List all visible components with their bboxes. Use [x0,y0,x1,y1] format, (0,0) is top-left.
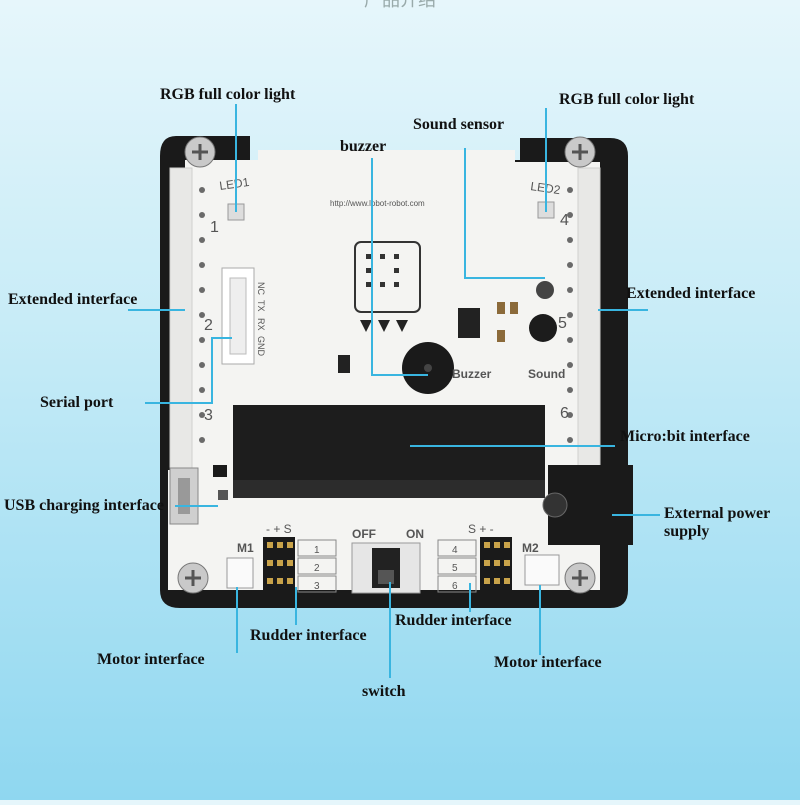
servo-left-box-1 [297,539,337,557]
ic-chip [458,308,480,338]
silk-servo-num-4: 4 [452,545,458,556]
servo-right-box-4 [437,539,477,557]
silk-servo-num-5: 5 [452,563,458,574]
sound-sensor-mic [529,314,557,342]
line-sound-sensor [464,148,545,279]
label-serial-port: Serial port [40,394,114,411]
silk-num-5: 5 [558,315,567,332]
label-motor-interface-left: Motor interface [97,651,205,668]
serial-port-pins [229,277,247,355]
silk-serial-gnd: GND [256,336,266,357]
microbit-slot [233,405,545,480]
screw-bottom-right [564,562,596,594]
label-motor-interface-right: Motor interface [494,654,602,671]
smd-component [510,302,518,314]
silk-servo-num-2: 2 [314,563,320,574]
extended-interface-left-rail [169,167,193,469]
annotation-lines [128,104,660,678]
silk-sound: Sound [528,367,565,381]
servo-left-box-3 [297,575,337,593]
silk-servo-right-header: S + - [468,522,494,536]
silk-buzzer: Buzzer [452,367,492,381]
microbit-logo [354,241,421,332]
smd-component [218,490,228,500]
label-usb-charging: USB charging interface [4,497,164,514]
silk-num-6: 6 [560,405,569,422]
silk-num-3: 3 [204,407,213,424]
screw-top-right [564,136,596,168]
power-switch-knob [378,570,394,584]
label-buzzer: buzzer [340,138,387,155]
label-sound-sensor: Sound sensor [413,116,505,133]
silk-m2: M2 [522,541,539,555]
label-rgb-light-right: RGB full color light [559,91,695,108]
screw-bottom-left [177,562,209,594]
label-rudder-interface-right: Rudder interface [395,612,512,629]
header-fragment: 产品介绍 [364,0,436,10]
silk-serial-tx: TX [256,300,266,312]
silk-num-4: 4 [560,212,569,229]
silk-url: http://www.lobot-robot.com [330,199,425,208]
pcb-top-tab [258,150,515,180]
usb-indicator [213,465,227,477]
usb-port-opening [178,478,190,514]
silk-off: OFF [352,527,376,541]
label-microbit-interface: Micro:bit interface [620,428,750,445]
line-serial-port [145,337,232,404]
screw-top-left [184,136,216,168]
silk-num-2: 2 [204,317,213,334]
silk-servo-num-1: 1 [314,545,320,556]
silk-servo-num-3: 3 [314,581,320,592]
label-rgb-light-left: RGB full color light [160,86,296,103]
line-buzzer [371,158,428,376]
servo-left-box-2 [297,557,337,575]
label-extended-interface-left: Extended interface [8,291,138,308]
smd-component [497,302,505,314]
silk-num-1: 1 [210,219,219,236]
rail-pins [199,187,573,443]
label-switch: switch [362,683,406,700]
silk-serial-rx: RX [256,318,266,331]
motor-connector-left [226,557,254,589]
silk-m1: M1 [237,541,254,555]
silk-servo-left-header: - + S [266,522,292,536]
smd-component [497,330,505,342]
servo-right-box-6 [437,575,477,593]
microbit-edge-connector [233,480,545,498]
servo-right-box-5 [437,557,477,575]
motor-connector-right [524,554,560,586]
label-rudder-interface-left: Rudder interface [250,627,367,644]
silk-serial-nc: NC [256,282,266,295]
label-extended-interface-right: Extended interface [626,285,756,302]
silk-on: ON [406,527,424,541]
silk-led1: LED1 [218,175,250,193]
sound-sensor-pot [536,281,554,299]
extended-interface-right-rail [577,167,601,469]
silk-servo-num-6: 6 [452,581,458,592]
label-external-power: External power supply [664,505,770,540]
smd-transistor [338,355,350,373]
